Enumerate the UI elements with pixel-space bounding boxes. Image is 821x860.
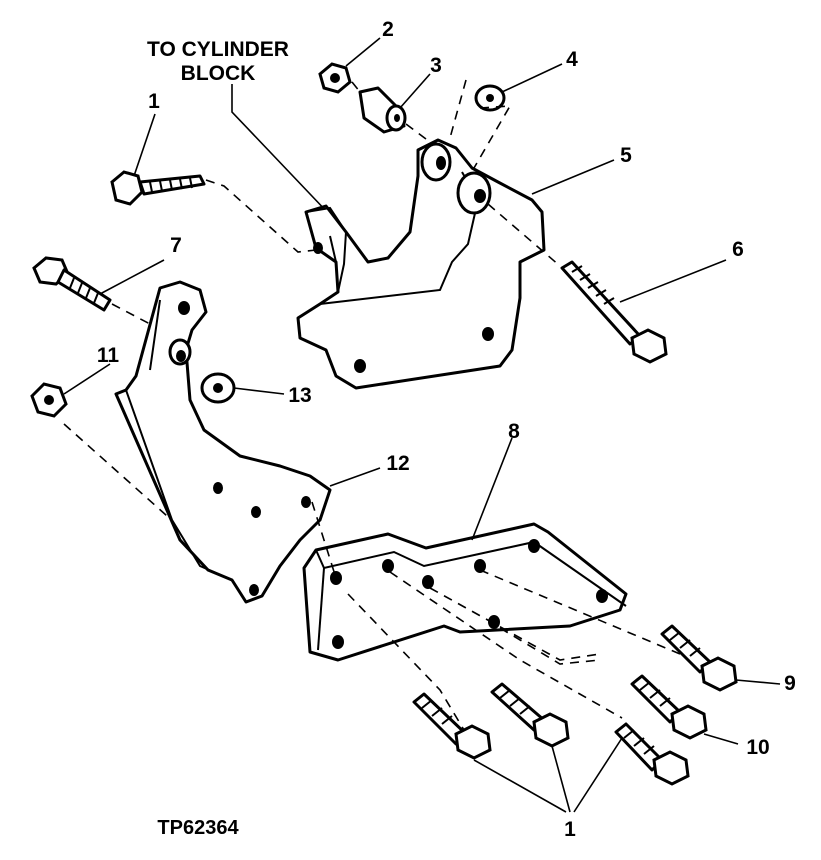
capscrew-6: [560, 260, 668, 364]
callout-13: 13: [288, 384, 311, 407]
lower-mounting-plate: [302, 522, 628, 662]
capscrew-7: [32, 256, 112, 312]
callout-1-top: 1: [148, 90, 160, 113]
capscrew-top-bolt: [110, 170, 206, 206]
callout-6: 6: [732, 238, 744, 261]
title-line-2: BLOCK: [181, 62, 256, 85]
callout-9: 9: [784, 672, 796, 695]
capscrew-9: [660, 624, 738, 692]
callout-8: 8: [508, 420, 520, 443]
figure-id: TP62364: [157, 817, 239, 839]
leader-lines: [63, 37, 781, 813]
centerline-aux: [429, 587, 601, 661]
centerline-aux-2: [499, 627, 601, 665]
title-line-1: TO CYLINDER: [147, 38, 289, 61]
callout-2: 2: [382, 18, 394, 41]
callout-10: 10: [746, 736, 769, 759]
centerline-washer: [449, 79, 512, 169]
callout-1-bottom: 1: [564, 818, 576, 841]
centerline-center: [389, 571, 623, 719]
centerline-left: [311, 501, 471, 741]
callout-5: 5: [620, 144, 632, 167]
capscrew-bottom-middle: [490, 682, 570, 748]
centerline-bolt-1: [205, 179, 317, 253]
callout-7: 7: [170, 234, 182, 257]
callout-12: 12: [386, 452, 409, 475]
callout-4: 4: [566, 48, 578, 71]
capscrew-bottom-right: [614, 722, 690, 786]
spacer-3: [358, 86, 407, 134]
callout-3: 3: [430, 54, 442, 77]
middle-plate-bracket: [114, 280, 332, 604]
centerline-right: [479, 569, 681, 655]
capscrew-bottom-left: [412, 692, 492, 760]
callout-11: 11: [97, 344, 120, 367]
title-leader: [231, 84, 331, 216]
centerline-stud: [351, 81, 431, 143]
upper-engine-bracket: [296, 138, 546, 390]
capscrew-10: [630, 674, 708, 740]
